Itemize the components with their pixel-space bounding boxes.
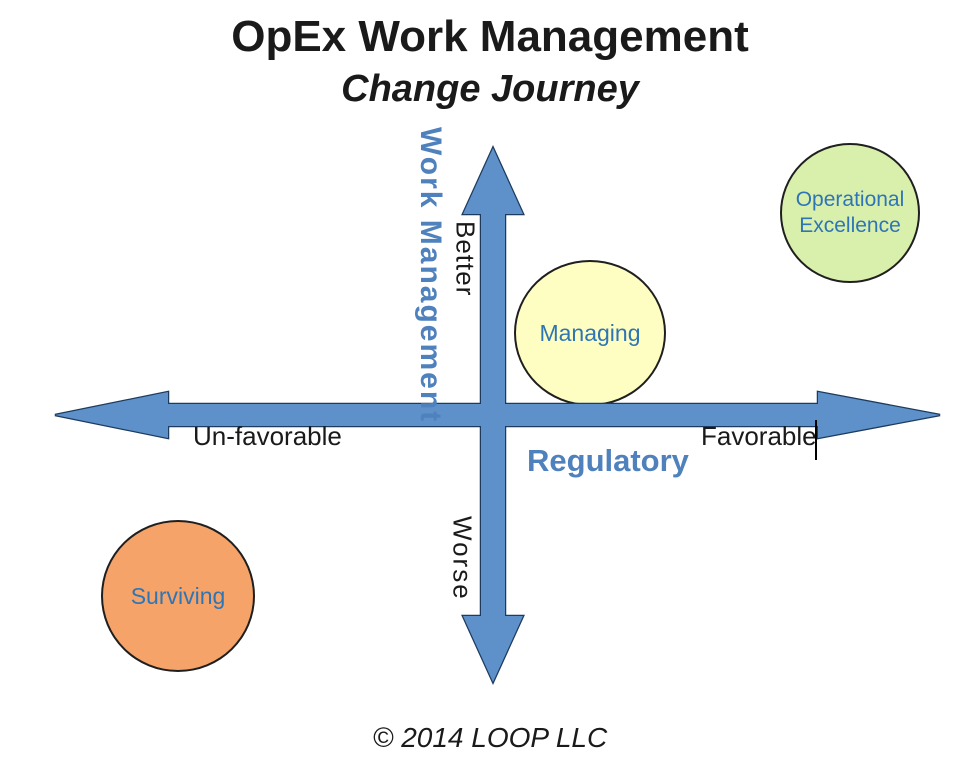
text-cursor bbox=[815, 420, 817, 460]
vertical-axis-arrow-fill bbox=[463, 148, 523, 682]
horizontal-axis-positive-label: Favorable bbox=[701, 421, 817, 451]
page-title: OpEx Work Management bbox=[231, 12, 749, 61]
copyright-text: © 2014 LOOP LLC bbox=[372, 722, 608, 753]
bubble-label: Surviving bbox=[130, 582, 226, 609]
horizontal-axis-negative-label: Un-favorable bbox=[193, 421, 342, 451]
vertical-axis-positive-label: Better bbox=[450, 221, 481, 297]
vertical-axis-label: Work Management bbox=[414, 127, 447, 424]
bubble-surviving: Surviving bbox=[101, 520, 255, 672]
page-subtitle: Change Journey bbox=[341, 68, 639, 110]
bubble-label: Operational Excellence bbox=[795, 187, 905, 237]
vertical-axis-negative-label: Worse bbox=[447, 516, 478, 601]
horizontal-axis-label: Regulatory bbox=[527, 443, 689, 478]
bubble-operational-excellence: Operational Excellence bbox=[780, 143, 920, 283]
bubble-label: Managing bbox=[539, 319, 641, 346]
